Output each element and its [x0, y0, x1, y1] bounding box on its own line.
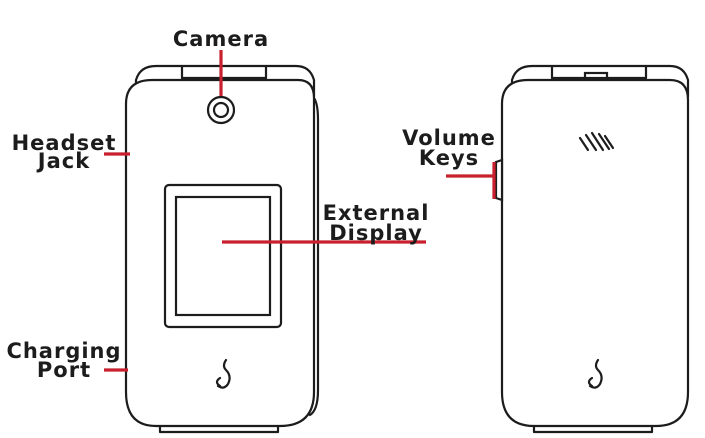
speaker-grille-icon: [578, 131, 615, 152]
back-hinge-tab: [583, 71, 609, 80]
front-right-edge: [308, 94, 320, 417]
headset-jack-label-line1: Headset: [12, 131, 117, 155]
back-pepper-logo-icon: [587, 358, 603, 389]
volume-keys: [494, 158, 504, 202]
volume-keys-label-line1: Volume: [402, 126, 496, 150]
volume-keys-label-line2: Keys: [419, 146, 479, 170]
phone-front: [124, 64, 320, 434]
back-body: [500, 78, 690, 428]
external-display-screen: [174, 195, 272, 317]
charging-port-label-line2: Port: [37, 358, 91, 382]
external-display-label-line2: Display: [329, 221, 423, 245]
headset-jack-label-line2: Jack: [36, 149, 90, 173]
front-bottom-lip: [158, 424, 280, 434]
external-display-label-line1: External: [323, 201, 430, 225]
back-bottom-lip: [532, 424, 654, 434]
phone-back: [494, 64, 690, 434]
camera-label: Camera: [173, 27, 269, 51]
charging-port-label-line1: Charging: [6, 339, 121, 363]
pepper-logo-icon: [215, 358, 231, 389]
camera-lens: [212, 101, 230, 119]
volume-keys-leader: [446, 162, 496, 199]
